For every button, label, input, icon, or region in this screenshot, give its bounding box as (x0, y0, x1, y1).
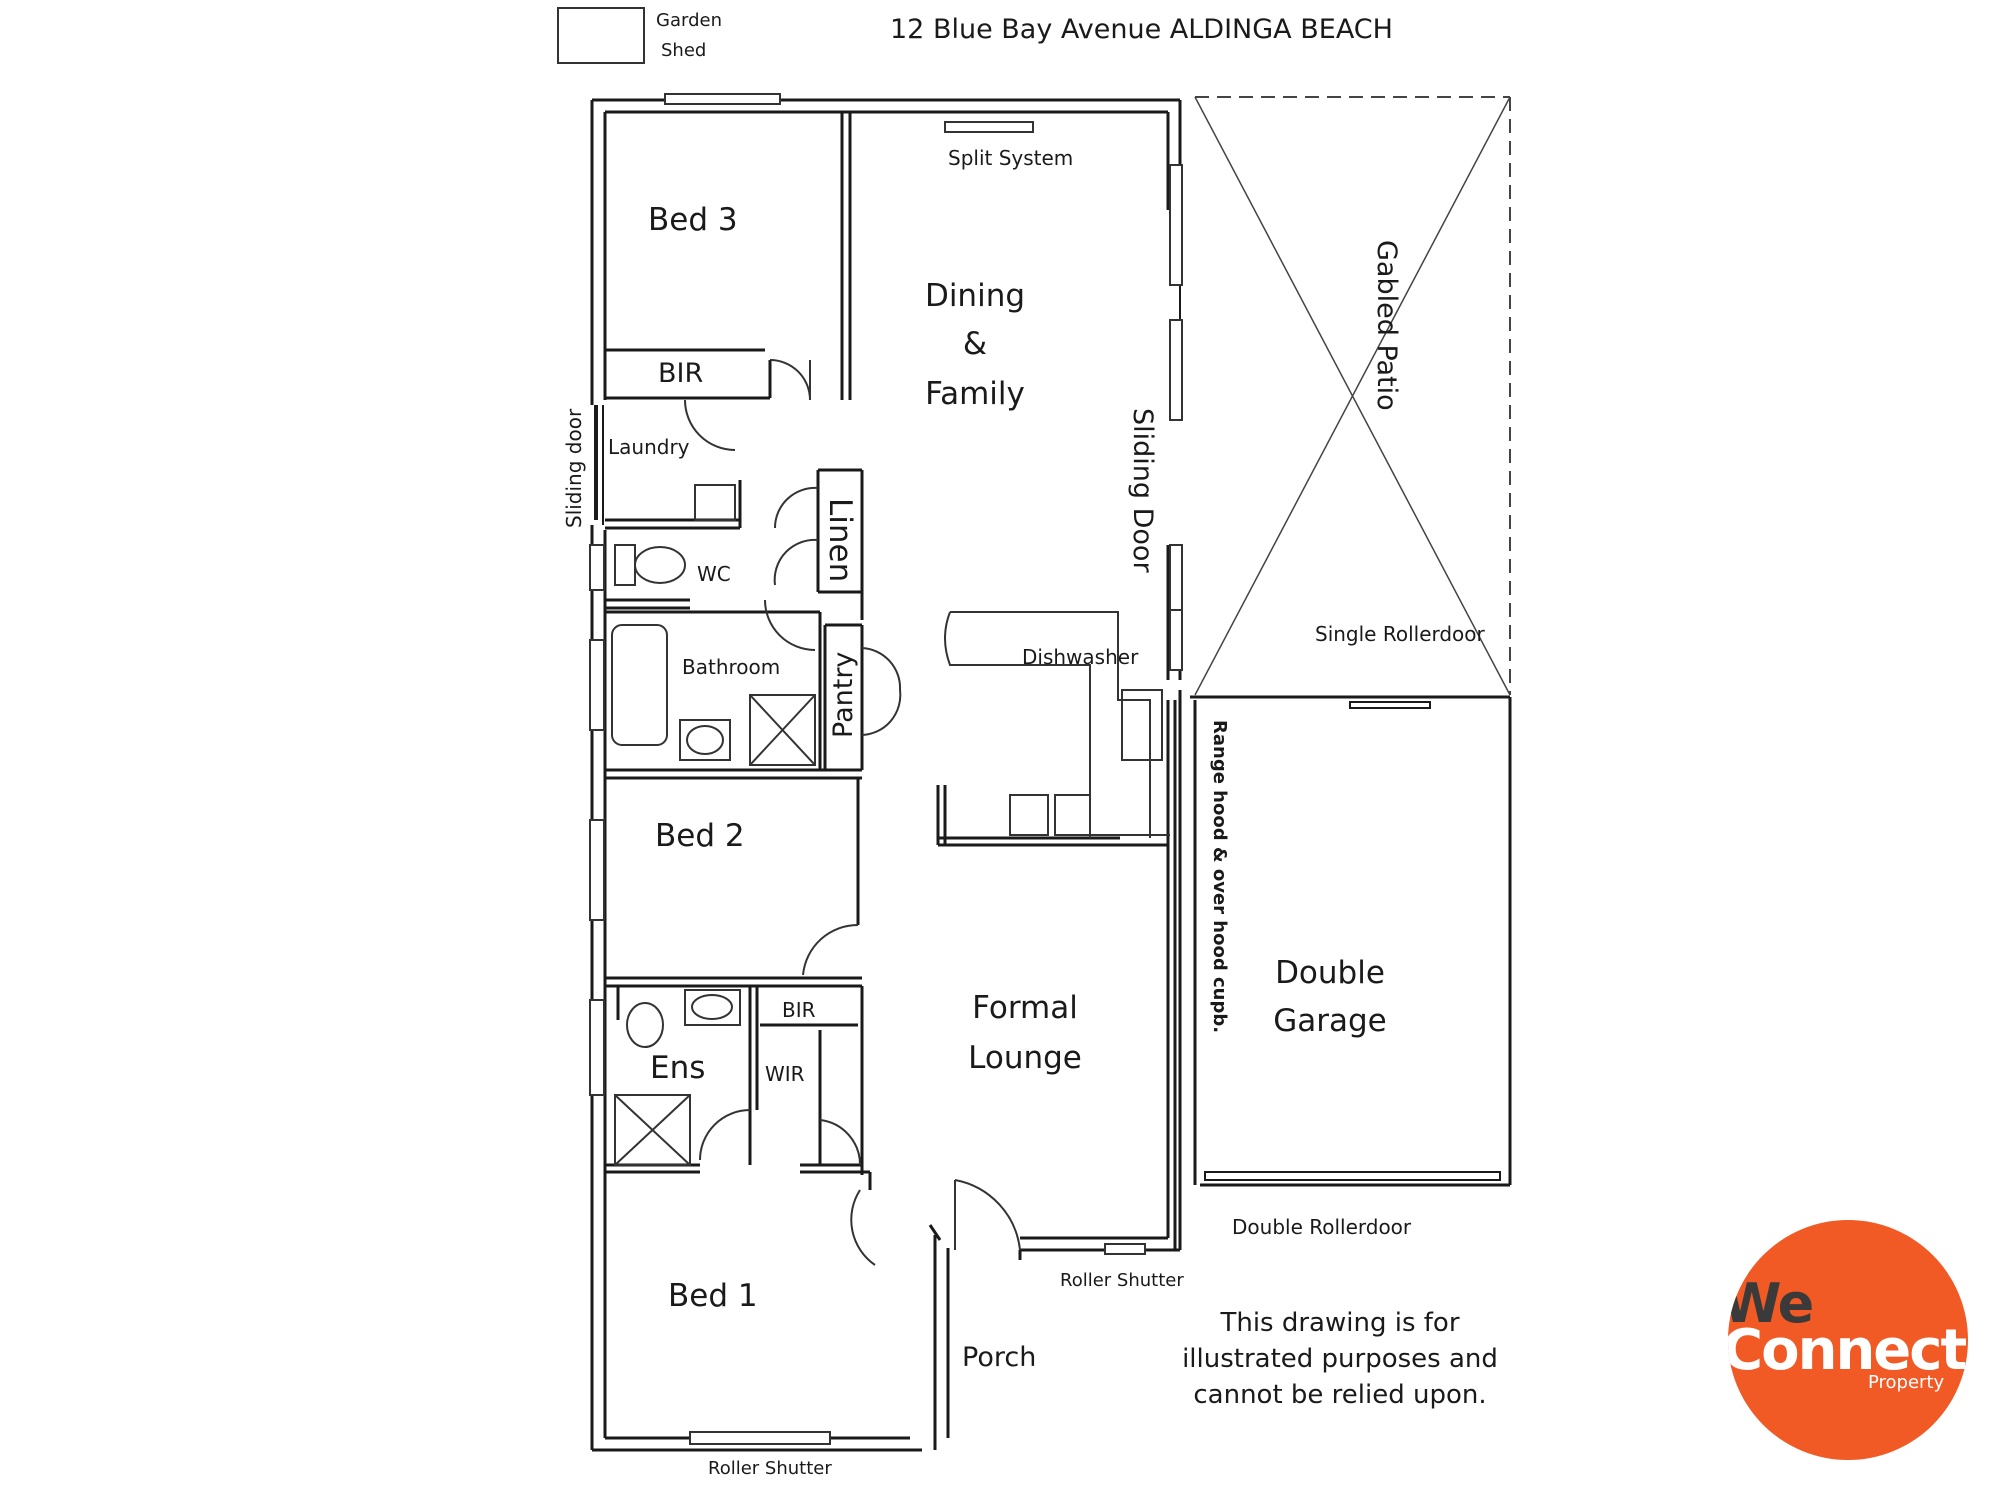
range-hood-label: Range hood & over hood cupb. (1209, 720, 1230, 1034)
room-pantry: Pantry (828, 651, 859, 738)
wc-bowl (634, 546, 686, 584)
room-double-garage-1: Double (1275, 955, 1385, 991)
disclaimer-text: This drawing is for illustrated purposes… (1182, 1308, 1498, 1410)
room-wir: WIR (765, 1062, 805, 1086)
double-rollerdoor-label: Double Rollerdoor (1232, 1215, 1412, 1239)
single-rollerdoor-label: Single Rollerdoor (1315, 622, 1485, 646)
laundry-tub (694, 484, 736, 521)
door-swings (684, 359, 1021, 1266)
sliding-door-right-label: Sliding Door (1127, 408, 1158, 573)
room-bir-top: BIR (658, 358, 704, 389)
basin-ens (684, 989, 741, 1026)
shed-label-garden: Garden (656, 10, 722, 31)
room-ens: Ens (650, 1050, 706, 1086)
room-dining-3: Family (925, 376, 1025, 412)
interior-walls (605, 112, 1177, 1450)
room-wc: WC (697, 562, 731, 586)
logo-property: Property (1868, 1372, 1945, 1393)
plan-title: 12 Blue Bay Avenue ALDINGA BEACH (890, 14, 1393, 45)
outer-walls (590, 98, 1182, 1452)
sliding-door-left-label: Sliding door (562, 408, 586, 528)
room-bed1: Bed 1 (668, 1278, 758, 1314)
dishwasher-label: Dishwasher (1022, 645, 1139, 669)
room-bir-mid: BIR (782, 998, 816, 1022)
roller-shutter-bottom-label: Roller Shutter (708, 1458, 832, 1479)
room-formal-1: Formal (972, 990, 1078, 1026)
shed-label-shed: Shed (661, 40, 707, 61)
kitchen-bench (944, 611, 1170, 838)
gabled-patio (1194, 96, 1511, 696)
room-porch: Porch (962, 1342, 1037, 1373)
room-bed2: Bed 2 (655, 818, 745, 854)
wc-cistern (614, 544, 636, 586)
logo-connect: Connect (1728, 1318, 1967, 1383)
logo-we: We (1728, 1272, 1814, 1335)
wc-ens (626, 1002, 664, 1048)
roller-shutter-front-label: Roller Shutter (1060, 1270, 1184, 1291)
basin-bathroom (679, 719, 731, 761)
room-formal-2: Lounge (968, 1040, 1082, 1076)
room-dining-2: & (962, 326, 988, 362)
room-double-garage-2: Garage (1273, 1003, 1387, 1039)
double-garage (1190, 695, 1512, 1187)
room-bathroom: Bathroom (682, 655, 781, 679)
room-bed3: Bed 3 (648, 202, 738, 238)
room-laundry: Laundry (608, 435, 690, 459)
windows (589, 93, 1183, 1445)
fixtures (611, 484, 816, 1166)
split-system-label: Split System (948, 146, 1074, 170)
shower-ens (614, 1094, 691, 1166)
shower (749, 694, 816, 766)
garden-shed (557, 7, 645, 64)
room-dining-1: Dining (924, 278, 1026, 314)
weconnect-logo: We Connect Property (1728, 1220, 1968, 1460)
gabled-patio-label: Gabled Patio (1371, 240, 1402, 411)
room-linen: Linen (822, 498, 858, 583)
bath (611, 624, 668, 746)
